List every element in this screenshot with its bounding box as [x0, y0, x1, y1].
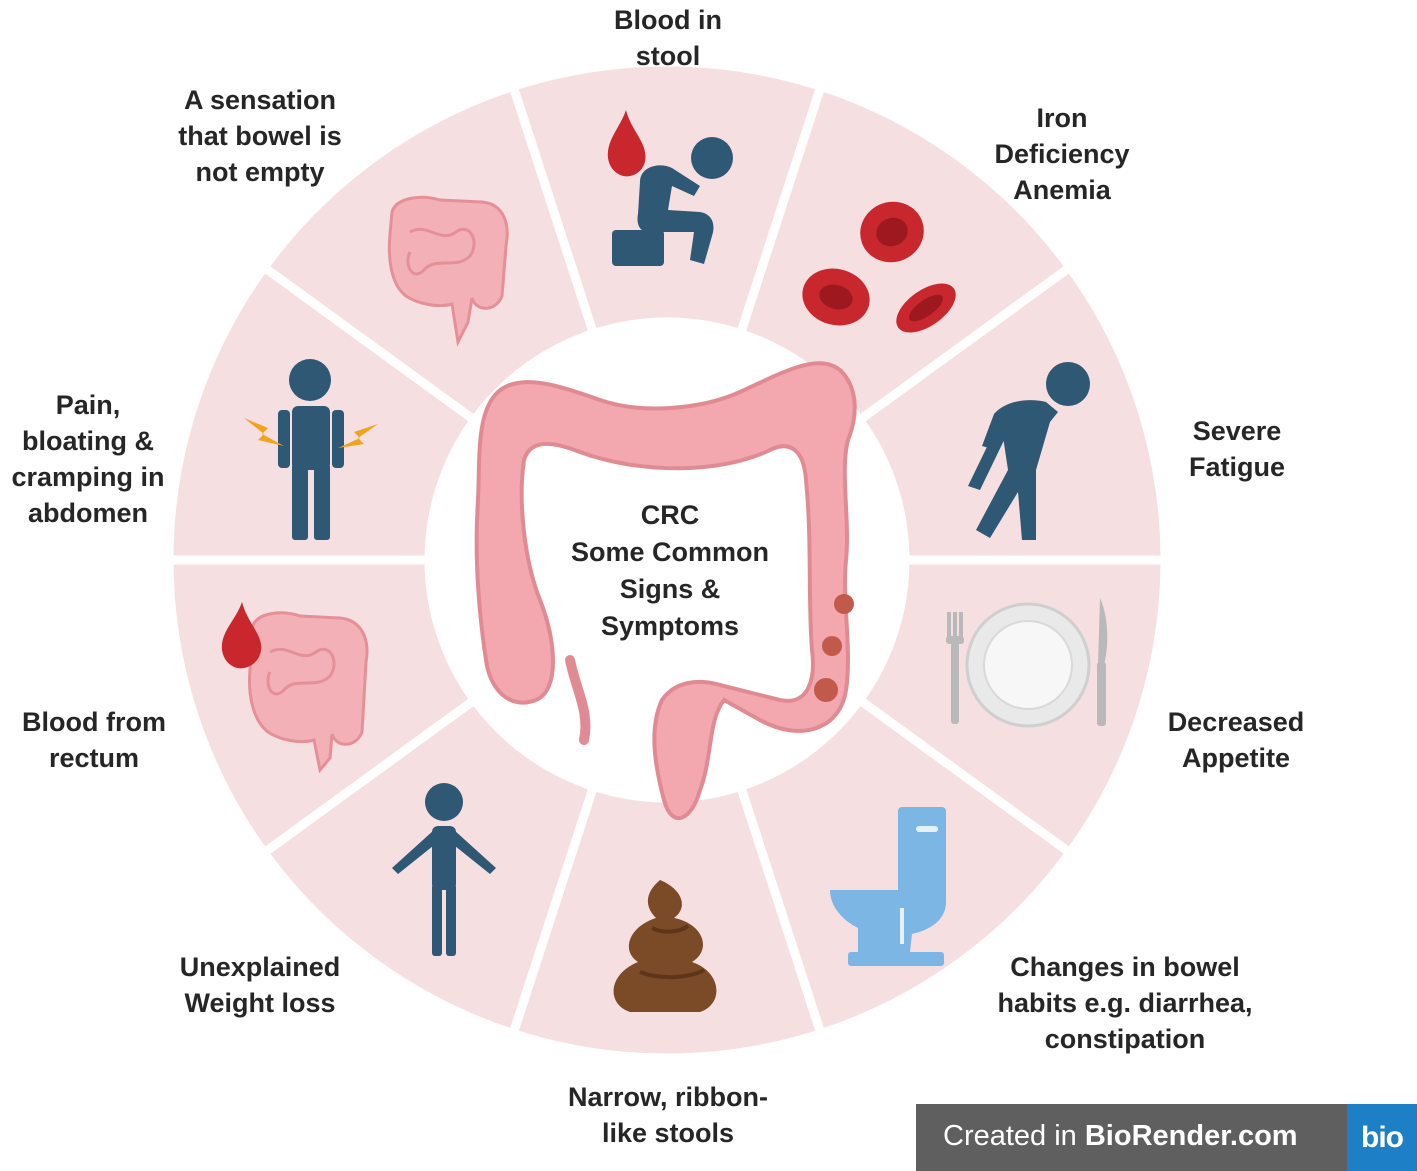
label-line: constipation	[1044, 1024, 1206, 1054]
label-line: Pain,	[55, 390, 121, 420]
label-bowel-not-empty: A sensation that bowel is not empty	[160, 82, 360, 190]
label-line: Blood in	[614, 5, 722, 35]
label-line: Severe	[1192, 416, 1282, 446]
center-title-line: CRC	[640, 500, 700, 530]
label-line: Changes in bowel	[1010, 952, 1240, 982]
label-iron-deficiency-anemia: Iron Deficiency Anemia	[972, 100, 1152, 208]
label-line: bloating &	[22, 426, 154, 456]
label-line: rectum	[48, 743, 140, 773]
label-changes-in-bowel-habits: Changes in bowel habits e.g. diarrhea, c…	[970, 949, 1280, 1057]
stool-icon	[613, 880, 717, 1012]
red-blood-cells-icon	[802, 201, 956, 333]
center-title: CRC Some Common Signs & Symptoms	[560, 497, 780, 645]
label-decreased-appetite: Decreased Appetite	[1146, 704, 1326, 776]
label-narrow-ribbon-like-stools: Narrow, ribbon- like stools	[548, 1079, 788, 1151]
segment-unexplained-weight-loss	[257, 693, 600, 1040]
center-title-line: Symptoms	[600, 611, 740, 641]
label-line: Decreased	[1167, 707, 1305, 737]
badge-text: Created in BioRender.com	[943, 1120, 1298, 1153]
tired-person-icon	[968, 362, 1090, 540]
label-line: Deficiency	[994, 139, 1130, 169]
label-pain-bloating-cramping: Pain, bloating & cramping in abdomen	[0, 387, 176, 531]
person-on-toilet-blood-drop-icon	[607, 110, 733, 266]
badge-prefix: Created in	[943, 1120, 1085, 1152]
label-line: that bowel is	[178, 121, 342, 151]
label-line: Appetite	[1182, 743, 1290, 773]
colon-illustration	[474, 361, 857, 821]
label-blood-in-stool: Blood in stool	[588, 2, 748, 74]
label-line: Fatigue	[1188, 452, 1285, 482]
intestines-icon	[387, 195, 509, 347]
biorender-logo: bio	[1347, 1104, 1417, 1171]
label-line: like stools	[601, 1118, 735, 1148]
center-title-line: Some Common	[570, 537, 770, 567]
label-line: not empty	[195, 157, 325, 187]
badge-brand: BioRender.com	[1084, 1120, 1298, 1152]
toilet-icon	[830, 807, 946, 966]
plate-fork-knife-icon	[946, 598, 1108, 728]
label-line: Narrow, ribbon-	[568, 1082, 768, 1112]
label-line: Iron	[1036, 103, 1088, 133]
label-line: Unexplained	[179, 952, 341, 982]
label-blood-from-rectum: Blood from rectum	[4, 704, 184, 776]
label-line: cramping in	[11, 462, 165, 492]
label-line: stool	[635, 41, 701, 71]
biorender-badge[interactable]: Created in BioRender.com bio	[916, 1104, 1417, 1171]
thin-person-icon	[392, 783, 496, 956]
intestine-blood-drop-icon	[221, 602, 369, 774]
label-line: abdomen	[27, 498, 148, 528]
center-title-line: Signs &	[619, 574, 721, 604]
label-line: A sensation	[183, 85, 337, 115]
label-severe-fatigue: Severe Fatigue	[1162, 413, 1312, 485]
label-unexplained-weight-loss: Unexplained Weight loss	[160, 949, 360, 1021]
label-line: Anemia	[1013, 175, 1111, 205]
label-line: habits e.g. diarrhea,	[997, 988, 1253, 1018]
label-line: Weight loss	[184, 988, 336, 1018]
label-line: Blood from	[22, 707, 166, 737]
person-abdominal-pain-icon	[244, 359, 378, 540]
